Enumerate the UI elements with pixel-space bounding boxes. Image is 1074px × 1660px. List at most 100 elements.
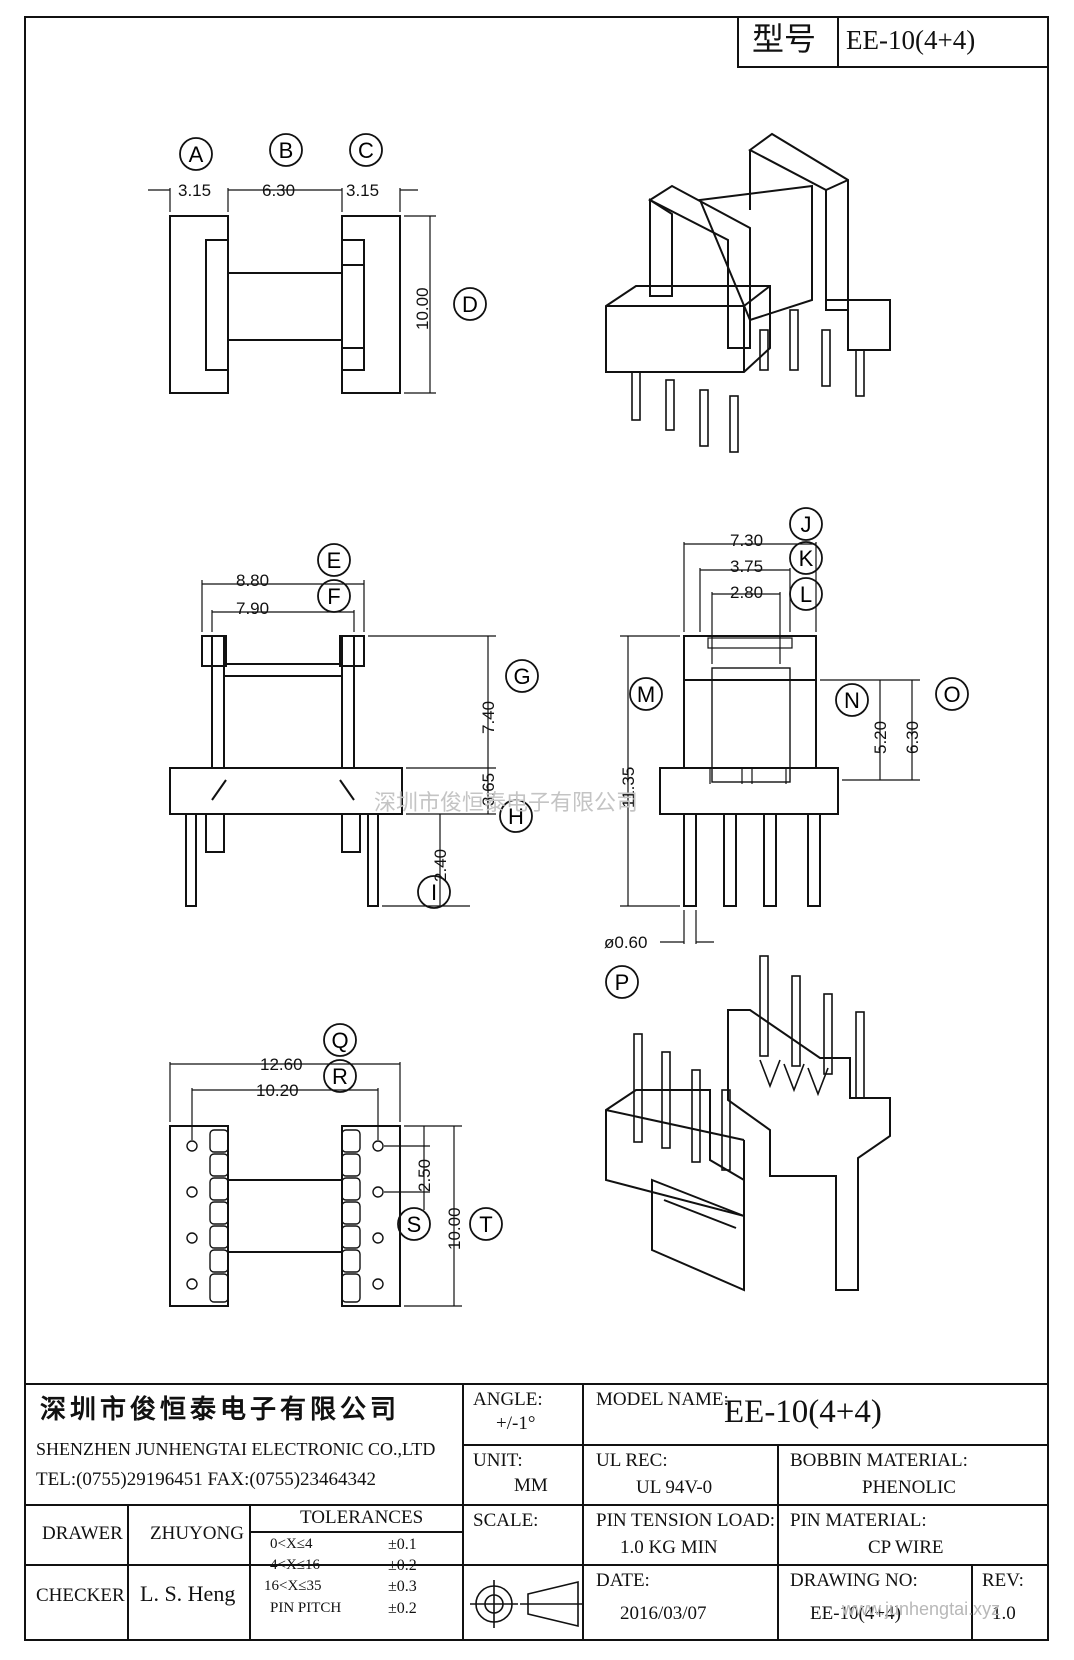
tolerance-value-1: ±0.1 [388, 1536, 417, 1553]
rev-value: 1.0 [992, 1603, 1016, 1624]
svg-text:L: L [800, 582, 812, 607]
svg-text:H: H [508, 804, 524, 829]
model-name-value: EE-10(4+4) [724, 1394, 882, 1430]
dim-G: 7.40 [479, 701, 498, 734]
dim-T: 10.00 [445, 1207, 464, 1250]
date-label: DATE: [596, 1570, 650, 1591]
unit-label: UNIT: [473, 1450, 523, 1471]
dim-N: 5.20 [871, 721, 890, 754]
callout-M: M [629, 677, 663, 711]
top-view [148, 188, 436, 394]
watermark-text: 深圳市俊恒泰电子有限公司 [374, 790, 638, 815]
svg-text:P: P [615, 970, 630, 995]
bobbin-material-value: PHENOLIC [862, 1477, 956, 1498]
svg-text:F: F [327, 584, 340, 609]
callout-J: J [789, 507, 823, 541]
dim-Q: 12.60 [260, 1055, 303, 1074]
tolerance-range-3: 16<X≤35 [264, 1578, 322, 1594]
pin-material-value: CP WIRE [868, 1537, 944, 1558]
callout-R: R [323, 1059, 357, 1093]
scale-label: SCALE: [473, 1510, 539, 1531]
svg-text:Q: Q [331, 1028, 348, 1053]
side-view [620, 542, 920, 944]
pin-tension-label: PIN TENSION LOAD: [596, 1510, 776, 1531]
svg-text:D: D [462, 292, 478, 317]
front-view [169, 580, 496, 907]
dim-J: 7.30 [730, 531, 763, 550]
drawer-label: DRAWER [42, 1523, 123, 1544]
callout-T: T [469, 1207, 503, 1241]
iso-view-top [605, 132, 891, 453]
drawing-no-value: EE-10(4+4) [810, 1603, 901, 1624]
tolerance-value-2: ±0.2 [388, 1557, 417, 1574]
svg-text:S: S [407, 1212, 422, 1237]
dim-I: 2.40 [431, 849, 450, 882]
model-box-label: 型号 [752, 21, 817, 57]
dim-E: 8.80 [236, 571, 269, 590]
dim-A: 3.15 [178, 181, 211, 200]
company-contact: TEL:(0755)29196451 FAX:(0755)23464342 [36, 1469, 377, 1490]
dim-L: 2.80 [730, 583, 763, 602]
pin-tension-value: 1.0 KG MIN [620, 1537, 718, 1558]
rev-label: REV: [982, 1570, 1024, 1591]
svg-text:A: A [189, 142, 204, 167]
svg-text:M: M [637, 682, 655, 707]
date-value: 2016/03/07 [620, 1603, 707, 1624]
tolerance-value-4: ±0.2 [388, 1600, 417, 1617]
callout-S: S [397, 1207, 431, 1241]
bottom-view [169, 1062, 462, 1307]
checker-label: CHECKER [36, 1585, 125, 1606]
callout-E: E [317, 543, 351, 577]
svg-text:J: J [801, 512, 812, 537]
callout-K: K [789, 541, 823, 575]
dim-M: 11.35 [619, 767, 638, 808]
svg-text:K: K [799, 546, 814, 571]
callout-G: G [505, 659, 539, 693]
model-name-label: MODEL NAME: [596, 1389, 729, 1410]
dim-P: ø0.60 [604, 933, 647, 952]
dim-K: 3.75 [730, 557, 763, 576]
dim-C: 3.15 [346, 181, 379, 200]
drawing-no-label: DRAWING NO: [790, 1570, 918, 1591]
svg-text:C: C [358, 138, 374, 163]
callout-B: B [269, 133, 303, 167]
bobbin-material-label: BOBBIN MATERIAL: [790, 1450, 968, 1471]
company-name-en: SHENZHEN JUNHENGTAI ELECTRONIC CO.,LTD [36, 1439, 436, 1459]
dim-S: 2.50 [415, 1159, 434, 1192]
model-box-value: EE-10(4+4) [846, 25, 976, 55]
svg-text:R: R [332, 1064, 348, 1089]
sheet-border [24, 16, 1049, 1641]
dim-F: 7.90 [236, 599, 269, 618]
ul-rec-value: UL 94V-0 [636, 1477, 713, 1498]
callout-P: P [605, 965, 639, 999]
ul-rec-label: UL REC: [596, 1450, 668, 1471]
unit-value: MM [514, 1475, 548, 1496]
model-box [737, 16, 1049, 68]
dim-D: 10.00 [413, 287, 432, 330]
callout-D: D [453, 287, 487, 321]
angle-value: +/-1° [496, 1413, 536, 1434]
drawer-value: ZHUYONG [150, 1523, 244, 1544]
dim-O: 6.30 [903, 721, 922, 754]
dim-B: 6.30 [262, 181, 295, 200]
dim-R: 10.20 [256, 1081, 299, 1100]
svg-text:B: B [279, 138, 294, 163]
callout-L: L [789, 577, 823, 611]
callout-markers: A B C D E F G H I J K L M N O P Q R S T [179, 133, 969, 1241]
pin-material-label: PIN MATERIAL: [790, 1510, 927, 1531]
dim-H: 3.65 [479, 773, 498, 806]
tolerance-range-2: 4<X≤16 [270, 1557, 321, 1573]
callout-O: O [935, 677, 969, 711]
tolerance-value-3: ±0.3 [388, 1578, 417, 1595]
angle-label: ANGLE: [473, 1389, 543, 1410]
iso-view-bottom [605, 955, 891, 1292]
tolerance-range-4: PIN PITCH [270, 1600, 342, 1616]
callout-F: F [317, 579, 351, 613]
svg-text:O: O [943, 682, 960, 707]
company-name-cn: 深圳市俊恒泰电子有限公司 [40, 1395, 401, 1424]
callout-Q: Q [323, 1023, 357, 1057]
callout-H: H [499, 799, 533, 833]
svg-text:G: G [513, 664, 530, 689]
projection-symbol [470, 1580, 582, 1628]
